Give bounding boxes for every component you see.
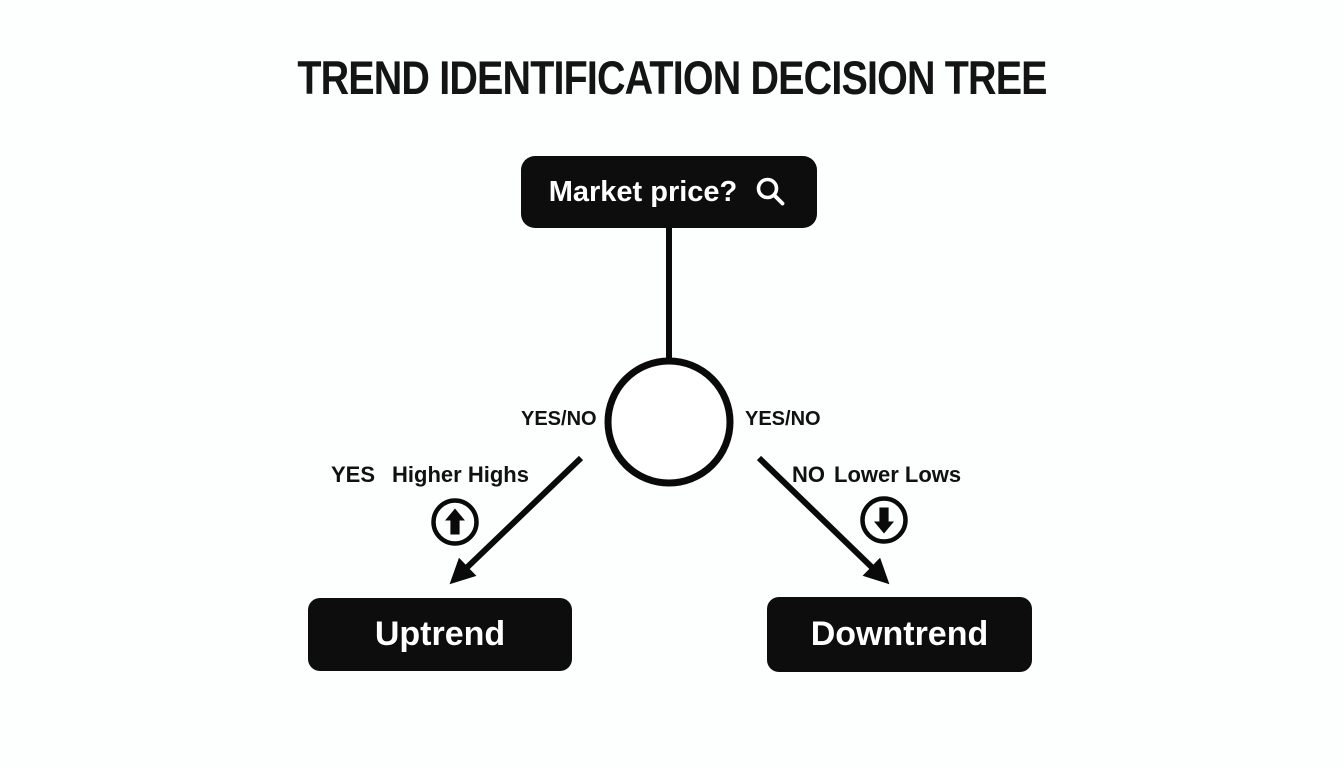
search-icon	[753, 174, 789, 210]
root-node-market-price: Market price?	[521, 156, 817, 228]
downtrend-label: Downtrend	[810, 615, 989, 653]
left-branch-label: YES Higher Highs	[331, 462, 529, 488]
uptrend-label: Uptrend	[374, 615, 506, 653]
right-branch-answer: NO	[792, 462, 825, 487]
left-branch-arrow	[449, 455, 584, 585]
circled-up-arrow-icon	[430, 497, 480, 547]
right-branch-arrow	[756, 455, 890, 585]
decision-label-right: YES/NO	[745, 408, 821, 430]
circled-down-arrow-icon	[859, 495, 909, 545]
root-node-label: Market price?	[548, 175, 738, 208]
result-node-uptrend: Uptrend	[308, 598, 572, 671]
right-branch-label: NO Lower Lows	[792, 462, 961, 488]
right-branch-condition: Lower Lows	[834, 462, 962, 487]
left-branch-condition: Higher Highs	[392, 462, 529, 487]
decision-circle	[604, 357, 734, 487]
result-node-downtrend: Downtrend	[767, 597, 1032, 672]
diagram-title: TREND IDENTIFICATION DECISION TREE	[297, 51, 1047, 104]
left-branch-answer: YES	[331, 462, 376, 487]
decision-label-left: YES/NO	[521, 408, 597, 430]
